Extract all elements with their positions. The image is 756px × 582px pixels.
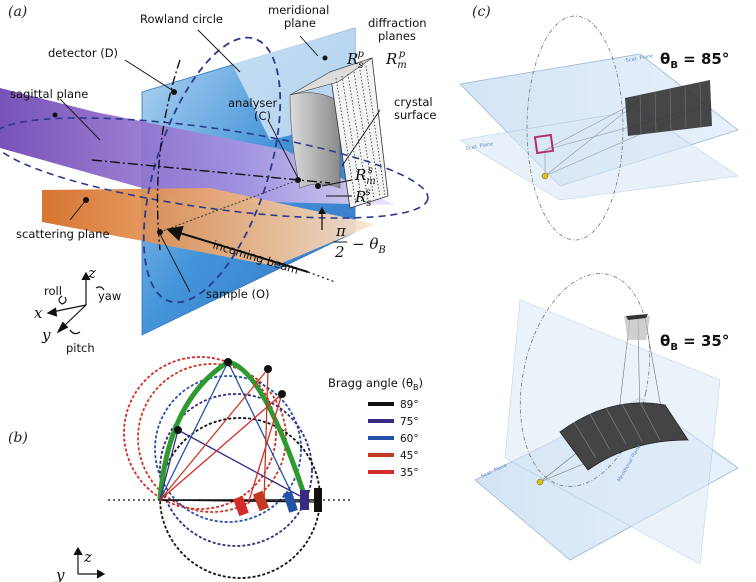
sample-label: sample (O): [206, 287, 270, 301]
sagittal-plane-label: sagittal plane: [10, 87, 88, 101]
panel-c-top: Scat. Plane Scat. Plane θB = 85°: [459, 15, 739, 241]
incoming-beam-arrow: [166, 225, 309, 273]
sagittal-plane-point: [52, 112, 58, 118]
diffraction-planes-label-2: planes: [378, 29, 416, 43]
axis-z-label: z: [87, 264, 96, 282]
radius-rsp: Rsp: [346, 49, 364, 71]
yaw-label: yaw: [98, 289, 121, 303]
rms-point: [315, 183, 321, 189]
rowland-circle-label: Rowland circle: [140, 12, 223, 26]
analyser-label-1: analyser: [228, 96, 277, 110]
crystal-surface-label-2: surface: [394, 108, 437, 122]
legend-title: Bragg angle (θB): [328, 376, 423, 392]
circle-60: [154, 375, 302, 523]
radius-rms: Rms: [354, 165, 376, 187]
legend-b: Bragg angle (θB) 89° 75° 60° 45° 35°: [328, 376, 423, 479]
svg-text:Scat. Plane: Scat. Plane: [465, 141, 493, 152]
svg-text:Rms: Rms: [354, 165, 376, 187]
theta-85-label: θB = 85°: [660, 50, 729, 71]
radius-rmp: Rmp: [385, 49, 407, 71]
legend-label: 45°: [400, 450, 419, 462]
rowland-circle-detector: [156, 59, 181, 251]
axis-x-label: x: [34, 304, 43, 322]
axes-triad-a: [46, 271, 105, 335]
theta-35-label: θB = 35°: [660, 332, 729, 353]
rays-b: [159, 361, 315, 505]
panel-b-letter: (b): [8, 430, 28, 446]
scattered-beam: [159, 179, 299, 233]
scattering-plane-label: scattering plane: [16, 227, 110, 241]
diffraction-planes-block: [289, 57, 389, 209]
analyser-label-2: (C): [254, 109, 271, 123]
svg-text:Rmp: Rmp: [385, 49, 407, 71]
circle-35: [123, 356, 277, 510]
roll-label: roll: [44, 284, 62, 298]
panel-a: (a): [0, 3, 437, 355]
axes-triad-b: [73, 546, 106, 579]
angle-expression: π 2 − θB: [333, 222, 386, 261]
meridional-plane-point: [322, 55, 328, 61]
panel-c-letter: (c): [472, 4, 491, 20]
meridional-plane-label-2: plane: [284, 16, 316, 30]
axis-b-y-label: y: [55, 566, 65, 582]
radius-rss: Rss: [354, 187, 371, 209]
axis-y-label: y: [41, 326, 51, 344]
svg-text:− θB: − θB: [352, 235, 386, 256]
rowland-circle-meridional: [142, 36, 282, 304]
scattering-plane: [42, 188, 375, 266]
rowland-circle-sagittal: [0, 117, 429, 219]
panel-c-bottom: Scat. Plane Meridional Plane θB = 35°: [474, 273, 739, 565]
legend-label: 35°: [400, 467, 419, 479]
circle-45: [137, 363, 287, 513]
axis-b-z-label: z: [83, 548, 92, 566]
analyser-point: [295, 177, 301, 183]
svg-text:π: π: [335, 222, 347, 240]
sagittal-plane: [0, 88, 395, 205]
crystal-surface-label-1: crystal: [394, 95, 433, 109]
legend-label: 75°: [400, 416, 419, 428]
circle-75: [159, 393, 313, 547]
svg-text:Scat. Plane: Scat. Plane: [625, 53, 653, 64]
legend-label: 60°: [400, 433, 419, 445]
detector-label: detector (D): [48, 46, 118, 60]
crystal-analyser: [289, 92, 341, 189]
panel-c: (c) Scat. Plane S: [459, 4, 739, 565]
leader-lines: [59, 29, 381, 293]
panel-a-letter: (a): [8, 4, 27, 20]
svg-text:Rsp: Rsp: [346, 49, 364, 71]
meridional-plane-label-1: meridional: [268, 3, 329, 17]
legend-label: 89°: [400, 399, 419, 411]
panel-b: (b): [8, 356, 423, 582]
svg-text:2: 2: [334, 243, 345, 261]
pitch-label: pitch: [66, 341, 95, 355]
diffraction-planes-label-1: diffraction: [368, 16, 427, 30]
svg-text:Rss: Rss: [354, 187, 371, 209]
incoming-beam-tail: [307, 271, 336, 283]
sample-point: [157, 229, 163, 235]
plane-intersection-line: [91, 159, 331, 184]
